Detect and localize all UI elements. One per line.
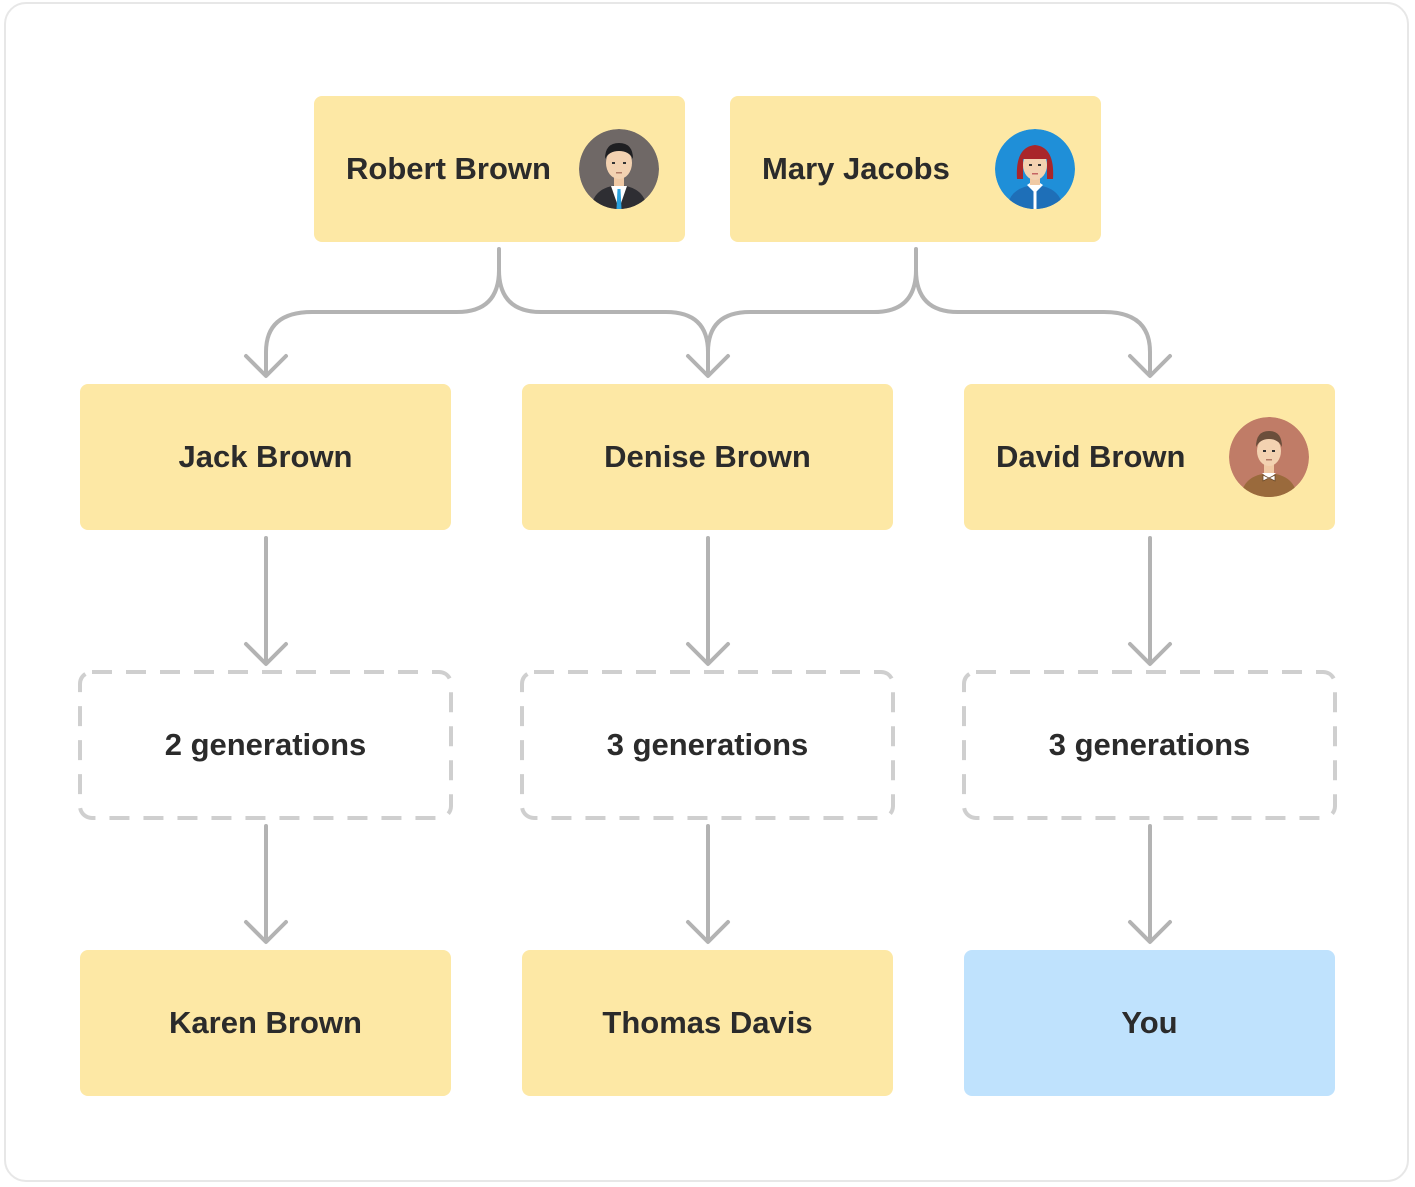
connector-mary-to-david	[914, 268, 1152, 374]
node-you[interactable]: You	[964, 950, 1335, 1096]
node-label: David Brown	[996, 439, 1186, 474]
node-thomas-davis[interactable]: Thomas Davis	[522, 950, 893, 1096]
generations-label: 3 generations	[606, 727, 809, 762]
dashed-border	[962, 670, 1337, 820]
woman-red-hair-avatar	[995, 129, 1075, 209]
connector-robert-to-denise	[497, 268, 710, 374]
dashed-border	[78, 670, 453, 820]
node-label: Jack Brown	[178, 439, 353, 474]
node-david-brown[interactable]: David Brown	[964, 384, 1335, 530]
node-karen-brown[interactable]: Karen Brown	[80, 950, 451, 1096]
node-jack-brown[interactable]: Jack Brown	[80, 384, 451, 530]
arrowhead-david	[1128, 354, 1172, 378]
generations-box-jack: 2 generations	[78, 670, 453, 820]
node-label: Denise Brown	[604, 439, 811, 474]
node-robert-brown[interactable]: Robert Brown	[314, 96, 685, 242]
arrowhead-denise	[686, 354, 730, 378]
man-in-suit-avatar	[579, 129, 659, 209]
generations-box-denise: 3 generations	[520, 670, 895, 820]
dashed-border	[520, 670, 895, 820]
node-label: Robert Brown	[346, 151, 551, 186]
connector-robert-stem	[264, 247, 501, 374]
man-bowtie-avatar	[1229, 417, 1309, 497]
node-label: Karen Brown	[169, 1005, 362, 1040]
arrowhead-jack	[244, 354, 288, 378]
node-label: Thomas Davis	[602, 1005, 813, 1040]
node-label: You	[1121, 1005, 1178, 1040]
connector-mary-stem	[706, 247, 918, 374]
generations-label: 2 generations	[164, 727, 367, 762]
generations-label: 3 generations	[1048, 727, 1251, 762]
generations-box-david: 3 generations	[962, 670, 1337, 820]
node-denise-brown[interactable]: Denise Brown	[522, 384, 893, 530]
node-label: Mary Jacobs	[762, 151, 950, 186]
node-mary-jacobs[interactable]: Mary Jacobs	[730, 96, 1101, 242]
